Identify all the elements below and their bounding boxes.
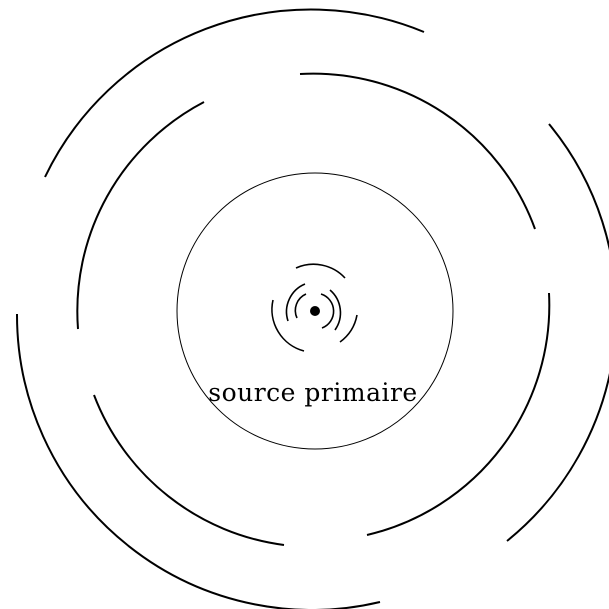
source-label: source primaire (208, 378, 417, 407)
inner-arc-2 (321, 294, 334, 328)
middle-arc-bottom-left (94, 395, 284, 545)
source-point (310, 306, 320, 316)
inner-arc-6 (340, 315, 357, 342)
middle-arc-left (77, 102, 204, 329)
outer-arc-right (507, 124, 609, 541)
inner-arc-7 (272, 300, 304, 351)
inner-arc-5 (296, 264, 345, 278)
inner-arc-1 (295, 294, 306, 318)
outer-arc-bottom-left (17, 314, 380, 609)
middle-arc-top-right (300, 74, 535, 229)
inner-arc-4 (330, 290, 340, 330)
outer-arc-top-left (45, 10, 424, 177)
middle-arc-bottom-right (367, 293, 549, 535)
